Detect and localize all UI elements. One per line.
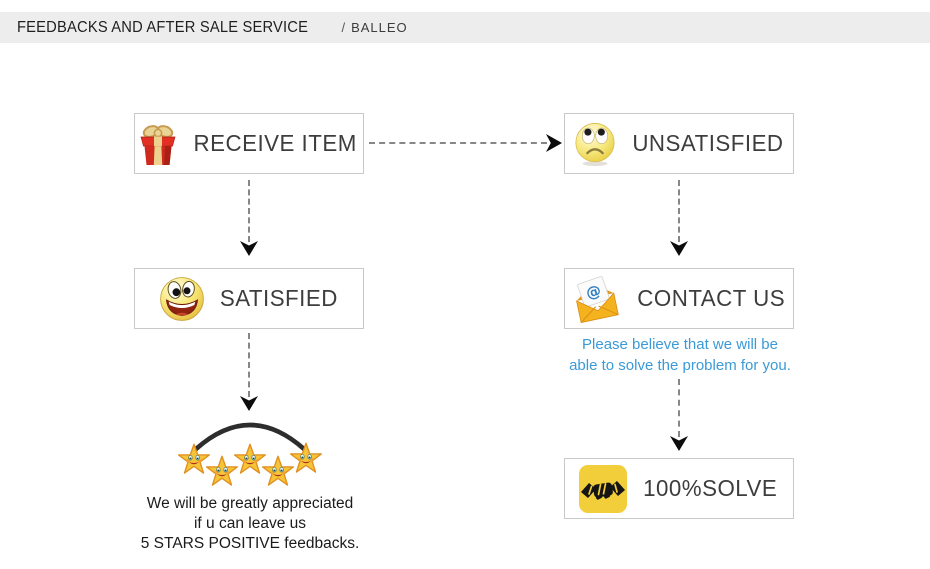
node-label: RECEIVE ITEM xyxy=(193,130,358,156)
section-title: FEEDBACKS AND AFTER SALE SERVICE xyxy=(17,18,309,36)
dashed-line xyxy=(248,180,250,242)
arrowhead-down xyxy=(240,241,258,256)
gift-icon xyxy=(138,122,178,166)
handshake-icon xyxy=(578,464,628,514)
section-header: FEEDBACKS AND AFTER SALE SERVICE / BALLE… xyxy=(0,12,930,43)
arrow-receive-to-satisfied xyxy=(240,180,258,256)
node-satisfied: SATISFIED xyxy=(134,268,364,329)
arrowhead-right xyxy=(546,134,562,152)
feedback-note-line3: 5 STARS POSITIVE feedbacks. xyxy=(140,535,360,552)
sad-face-icon xyxy=(573,121,617,167)
feedback-note: We will be greatly appreciated if u can … xyxy=(114,494,386,554)
star-icon xyxy=(289,442,323,476)
node-label: 100%SOLVE xyxy=(643,475,778,501)
contact-note-line1: Please believe that we will be xyxy=(582,336,778,353)
node-label: CONTACT US xyxy=(637,285,786,311)
dashed-line xyxy=(678,180,680,242)
star-icon xyxy=(233,443,267,477)
node-receive-item: RECEIVE ITEM xyxy=(134,113,364,174)
node-contact-us: @ CONTACT US xyxy=(564,268,794,329)
arrow-satisfied-to-stars xyxy=(240,333,258,411)
feedback-note-line2: if u can leave us xyxy=(193,515,306,532)
arrowhead-down xyxy=(670,436,688,451)
happy-face-icon xyxy=(159,276,205,322)
title-separator: / xyxy=(341,20,346,35)
arrow-unsatisfied-to-contact xyxy=(670,180,688,256)
arrowhead-down xyxy=(670,241,688,256)
brand-name: BALLEO xyxy=(351,20,408,35)
feedback-note-line1: We will be greatly appreciated xyxy=(146,495,354,512)
contact-note: Please believe that we will be able to s… xyxy=(546,334,814,376)
dashed-line xyxy=(369,142,547,144)
node-unsatisfied: UNSATISFIED xyxy=(564,113,794,174)
star-icon xyxy=(205,455,239,489)
star-icon xyxy=(261,455,295,489)
arc-line xyxy=(188,411,312,462)
email-icon: @ xyxy=(570,275,622,323)
node-label: SATISFIED xyxy=(219,285,338,311)
arrow-contact-to-solve xyxy=(670,379,688,451)
node-label: UNSATISFIED xyxy=(631,130,784,156)
node-solve: 100%SOLVE xyxy=(564,458,794,519)
arrow-receive-to-unsatisfied xyxy=(369,134,562,152)
arrowhead-down xyxy=(240,396,258,411)
svg-text:@: @ xyxy=(584,280,604,302)
dashed-line xyxy=(678,379,680,437)
dashed-line xyxy=(248,333,250,397)
contact-note-line2: able to solve the problem for you. xyxy=(569,357,791,374)
star-icon xyxy=(177,443,211,477)
